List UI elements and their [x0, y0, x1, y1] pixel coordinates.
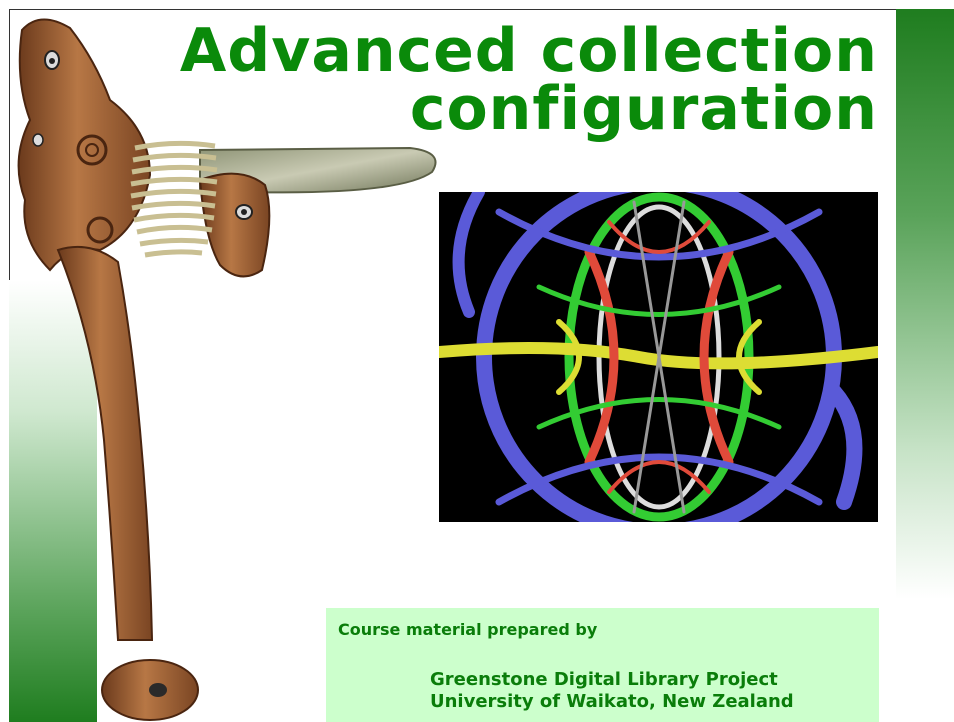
- credit-lead: Course material prepared by: [338, 620, 598, 639]
- slide-title: Advanced collection configuration: [150, 16, 878, 144]
- frame-top-line: [9, 9, 896, 10]
- credit-org-line-2: University of Waikato, New Zealand: [430, 691, 794, 712]
- left-gradient-bar: [9, 280, 97, 722]
- credit-org-line-1: Greenstone Digital Library Project: [430, 669, 778, 690]
- credit-organization: Greenstone Digital Library Project Unive…: [430, 669, 794, 713]
- title-line-2: configuration: [409, 74, 878, 144]
- title-line-1: Advanced collection: [179, 16, 878, 86]
- right-gradient-bar: [896, 9, 954, 599]
- carved-adze-image: [17, 18, 437, 721]
- fractal-image: [439, 192, 878, 522]
- credit-box: Course material prepared by Greenstone D…: [326, 608, 879, 722]
